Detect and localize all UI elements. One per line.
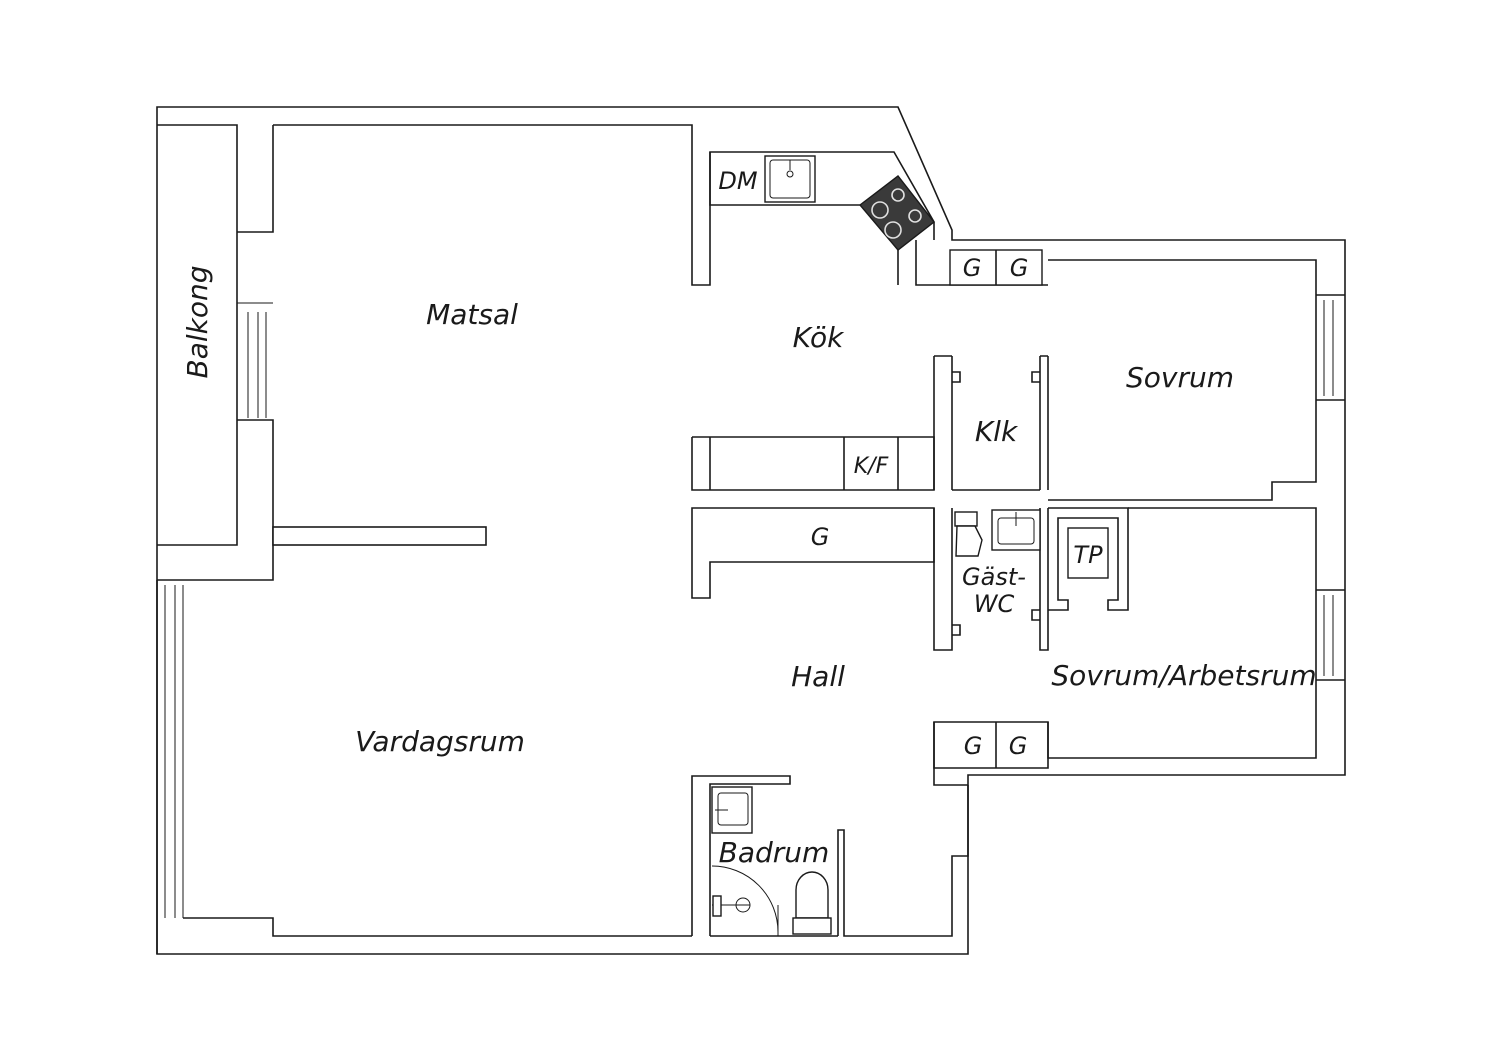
dishwasher-label: DM [718, 167, 757, 195]
guest-wc-sink-icon [991, 509, 1041, 551]
heat-pump-label: TP [1073, 541, 1103, 569]
room-label-gast-wc-1: Gäst- [962, 563, 1026, 591]
room-label-matsal: Matsal [426, 298, 518, 331]
wardrobe-label-top-1: G [963, 254, 982, 282]
interior-walls [272, 152, 1345, 937]
wardrobe-label-hall-2: G [1009, 732, 1028, 760]
stove-icon [858, 175, 935, 251]
heat-pump-box [1067, 527, 1109, 579]
room-label-hall: Hall [791, 660, 845, 693]
wardrobe-label-g: G [811, 523, 830, 551]
room-label-badrum: Badrum [719, 836, 830, 869]
wardrobe-top [949, 249, 1043, 286]
room-label-klk: Klk [975, 415, 1019, 448]
guest-wc-toilet-icon [954, 511, 983, 557]
room-label-vardagsrum: Vardagsrum [355, 725, 525, 758]
kitchen-sink-icon [764, 155, 816, 203]
room-label-balkong: Balkong [181, 265, 214, 378]
room-label-sovrum-arbetsrum: Sovrum/Arbetsrum [1051, 659, 1316, 692]
room-label-sovrum: Sovrum [1126, 361, 1234, 394]
bath-sink-icon [711, 786, 753, 834]
wardrobe-label-top-2: G [1010, 254, 1029, 282]
shower-icon [711, 865, 779, 936]
room-label-kok: Kök [793, 321, 845, 354]
fridge-freezer-label: K/F [854, 454, 889, 479]
bath-toilet-icon [792, 871, 832, 935]
wardrobe-label-hall-1: G [964, 732, 983, 760]
room-label-gast-wc-2: WC [974, 590, 1015, 618]
